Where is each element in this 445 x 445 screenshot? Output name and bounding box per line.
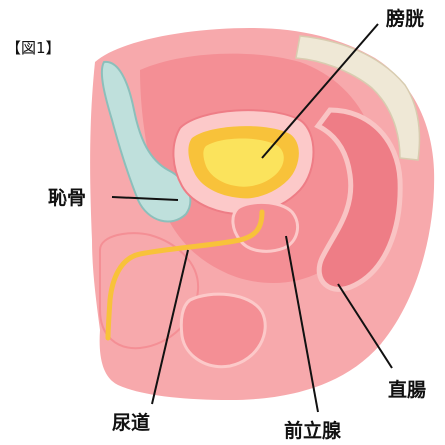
- label-urethra: 尿道: [112, 408, 150, 435]
- label-prostate: 前立腺: [284, 416, 341, 443]
- label-rectum: 直腸: [388, 375, 426, 402]
- testis: [181, 294, 265, 367]
- figure-label: 【図1】: [6, 37, 61, 58]
- label-bladder: 膀胱: [386, 4, 424, 31]
- label-pubic-bone: 恥骨: [48, 183, 86, 210]
